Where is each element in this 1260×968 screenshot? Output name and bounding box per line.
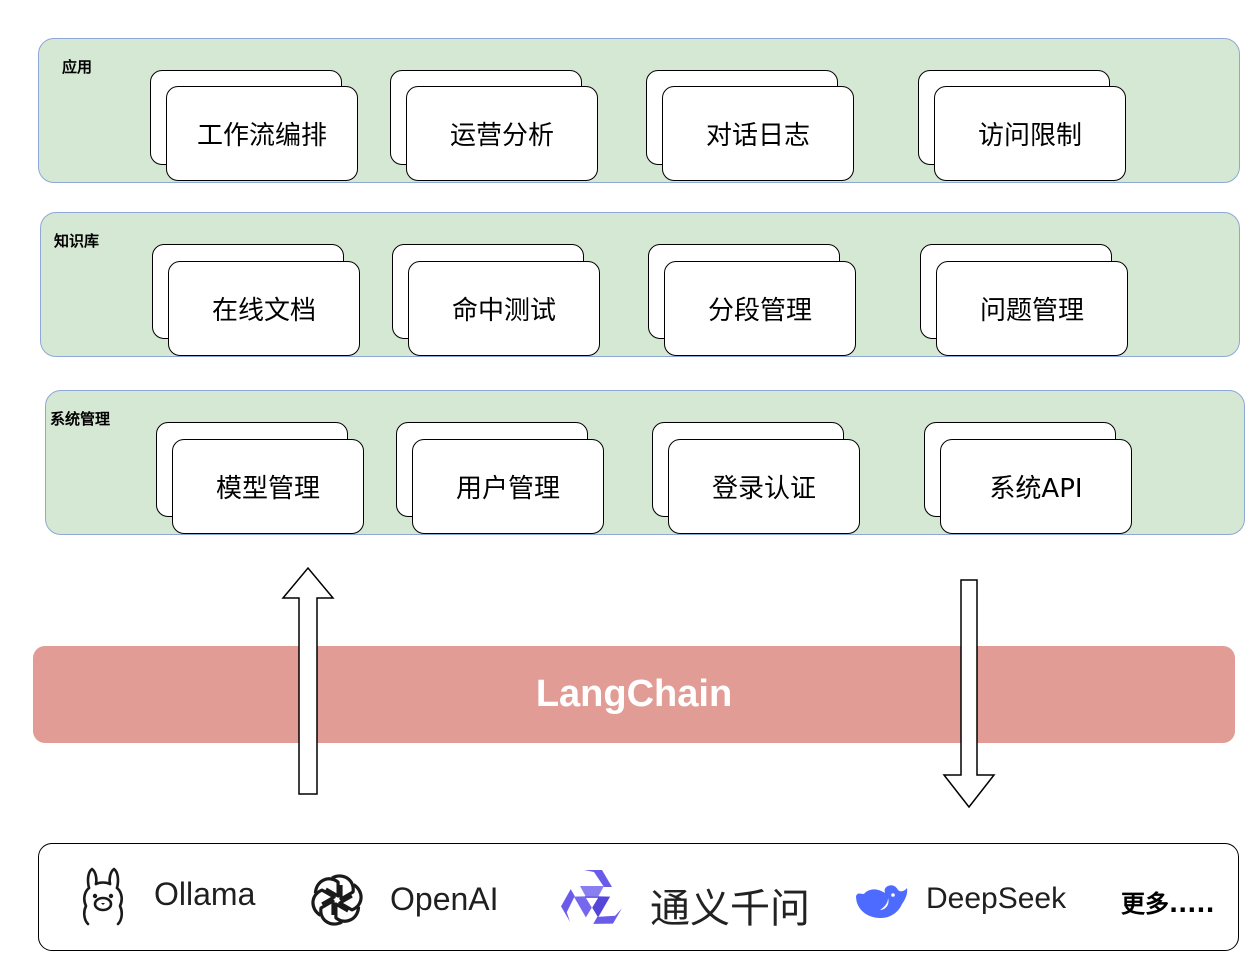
card-question-manage[interactable]: 问题管理 — [936, 261, 1128, 356]
qwen-star-icon — [561, 870, 622, 924]
openai-knot-icon — [311, 874, 363, 926]
card-system-api[interactable]: 系统API — [940, 439, 1132, 534]
deepseek-whale-icon — [856, 885, 908, 918]
card-model-manage[interactable]: 模型管理 — [172, 439, 364, 534]
provider-deepseek-label: DeepSeek — [926, 882, 1067, 915]
card-analytics[interactable]: 运营分析 — [406, 86, 598, 181]
provider-ollama-label: Ollama — [154, 876, 256, 912]
more-providers-label: 更多..... — [1121, 890, 1215, 918]
langchain-bar: LangChain — [33, 646, 1235, 743]
layer-title: 系统管理 — [50, 410, 111, 428]
card-hit-test[interactable]: 命中测试 — [408, 261, 600, 356]
ollama-llama-icon — [82, 867, 124, 926]
card-chat-log[interactable]: 对话日志 — [662, 86, 854, 181]
card-login-auth[interactable]: 登录认证 — [668, 439, 860, 534]
card-segment-manage[interactable]: 分段管理 — [664, 261, 856, 356]
down-arrow-icon — [942, 579, 996, 809]
card-workflow[interactable]: 工作流编排 — [166, 86, 358, 181]
provider-qwen-label: 通义千问 — [650, 887, 810, 931]
card-online-docs[interactable]: 在线文档 — [168, 261, 360, 356]
up-arrow-icon — [281, 566, 335, 795]
model-providers-box — [38, 843, 1239, 951]
layer-title: 知识库 — [54, 232, 100, 250]
langchain-label: LangChain — [535, 673, 733, 715]
card-user-manage[interactable]: 用户管理 — [412, 439, 604, 534]
card-access-limit[interactable]: 访问限制 — [934, 86, 1126, 181]
provider-openai-label: OpenAI — [390, 881, 499, 917]
layer-title: 应用 — [62, 58, 93, 76]
